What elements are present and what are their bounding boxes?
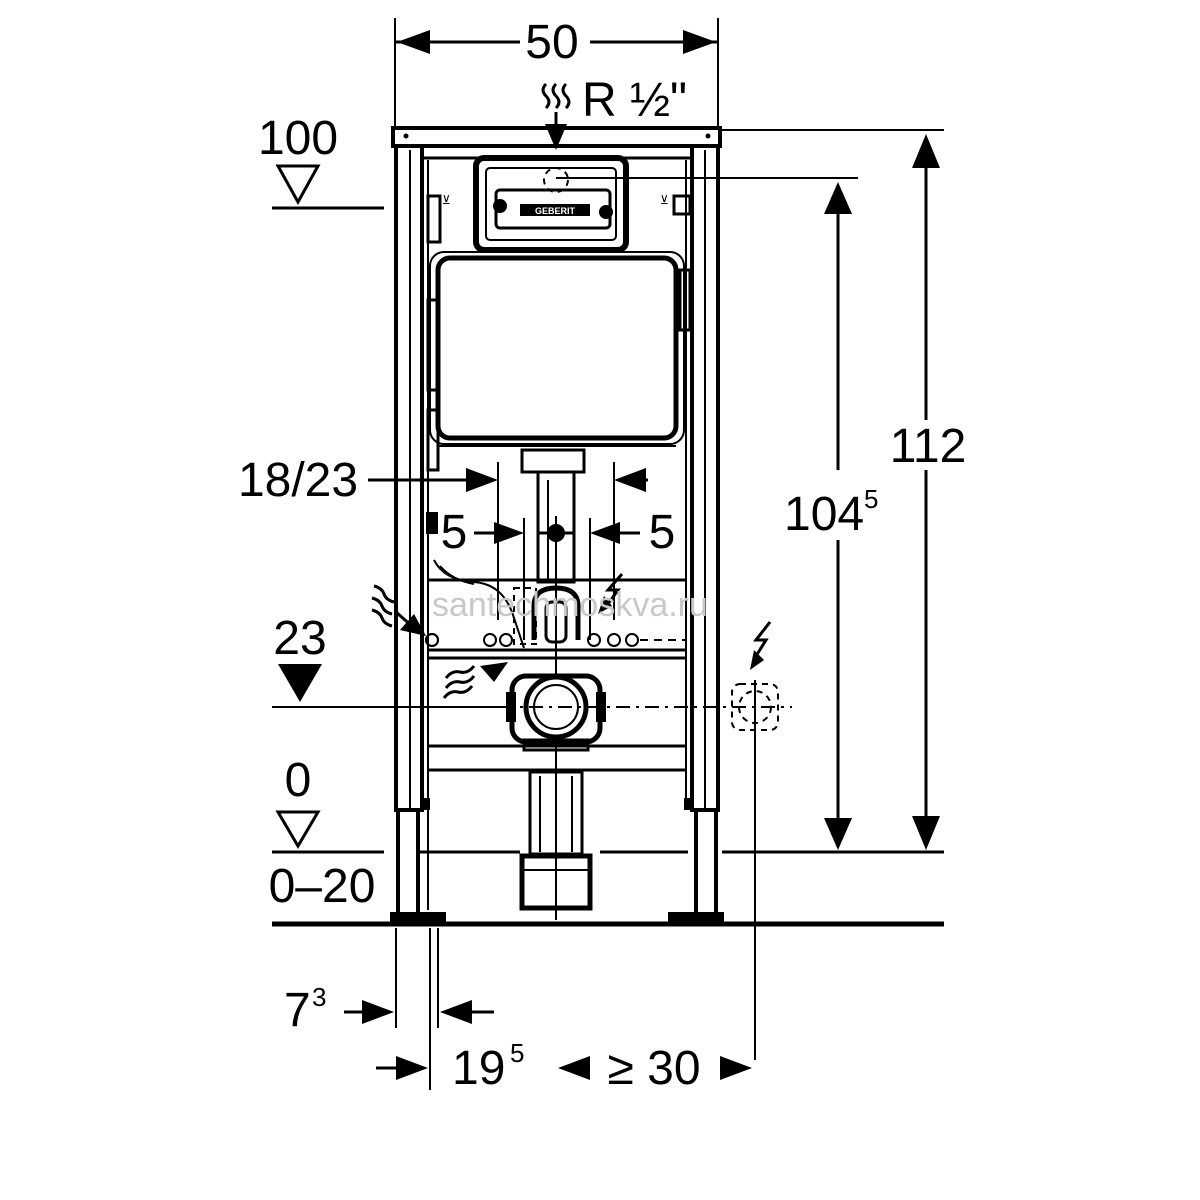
floor-level-marker: 0 0–20 (269, 754, 376, 913)
flush-offset-dimension: 18/23 (238, 454, 648, 620)
water-wave-icon (442, 665, 476, 699)
floor-range-label: 0–20 (269, 860, 376, 913)
lightning-icon (750, 621, 772, 670)
cistern (429, 251, 685, 447)
height-to-flush-dimension: 104 5 (556, 177, 878, 850)
water-wave-icon (541, 82, 571, 110)
water-connection: R ½" (541, 74, 687, 150)
foot-offset-label: 7 (284, 984, 311, 1037)
height-total-dimension: 112 (722, 129, 967, 850)
top-level-label: 100 (258, 112, 338, 165)
side-level-label: 23 (273, 612, 326, 665)
watermark: santechmoskva.ru (432, 586, 708, 624)
flush-pipe (520, 448, 586, 584)
foot-offset-sup: 3 (312, 982, 326, 1012)
width-dimension: 50 (394, 16, 719, 130)
height-to-flush-label: 104 (784, 488, 864, 541)
side-level-marker: 23 (272, 612, 500, 708)
right-offset-label: 5 (649, 506, 676, 559)
svg-text:⊻: ⊻ (660, 193, 669, 207)
brand-label: GEBERIT (535, 206, 576, 216)
left-offset-label: 5 (441, 506, 468, 559)
min-distance-dimension: ≥ 30 (558, 1042, 752, 1095)
depth-offset-sup: 5 (510, 1038, 524, 1068)
water-wave-icon (371, 584, 395, 628)
water-connection-label: R ½" (582, 74, 687, 127)
height-total-label: 112 (890, 420, 967, 473)
flush-offset-label: 18/23 (238, 454, 358, 507)
top-level-marker: 100 (258, 112, 384, 210)
electric-connection (731, 621, 779, 1060)
height-to-flush-sup: 5 (864, 484, 878, 514)
lower-assembly (371, 559, 690, 911)
width-label: 50 (525, 16, 578, 69)
svg-text:⊻: ⊻ (442, 193, 451, 207)
floor-level-label: 0 (285, 754, 312, 807)
lightning-icon (598, 573, 624, 614)
min-distance-label: ≥ 30 (607, 1042, 700, 1095)
flush-plate: GEBERIT (473, 155, 629, 253)
depth-offset-dimension: 19 5 (376, 928, 524, 1095)
depth-offset-label: 19 (452, 1042, 505, 1095)
foot-offset-dimension: 7 3 (284, 928, 494, 1037)
installation-frame: ⊻ ⊻ (390, 126, 724, 922)
